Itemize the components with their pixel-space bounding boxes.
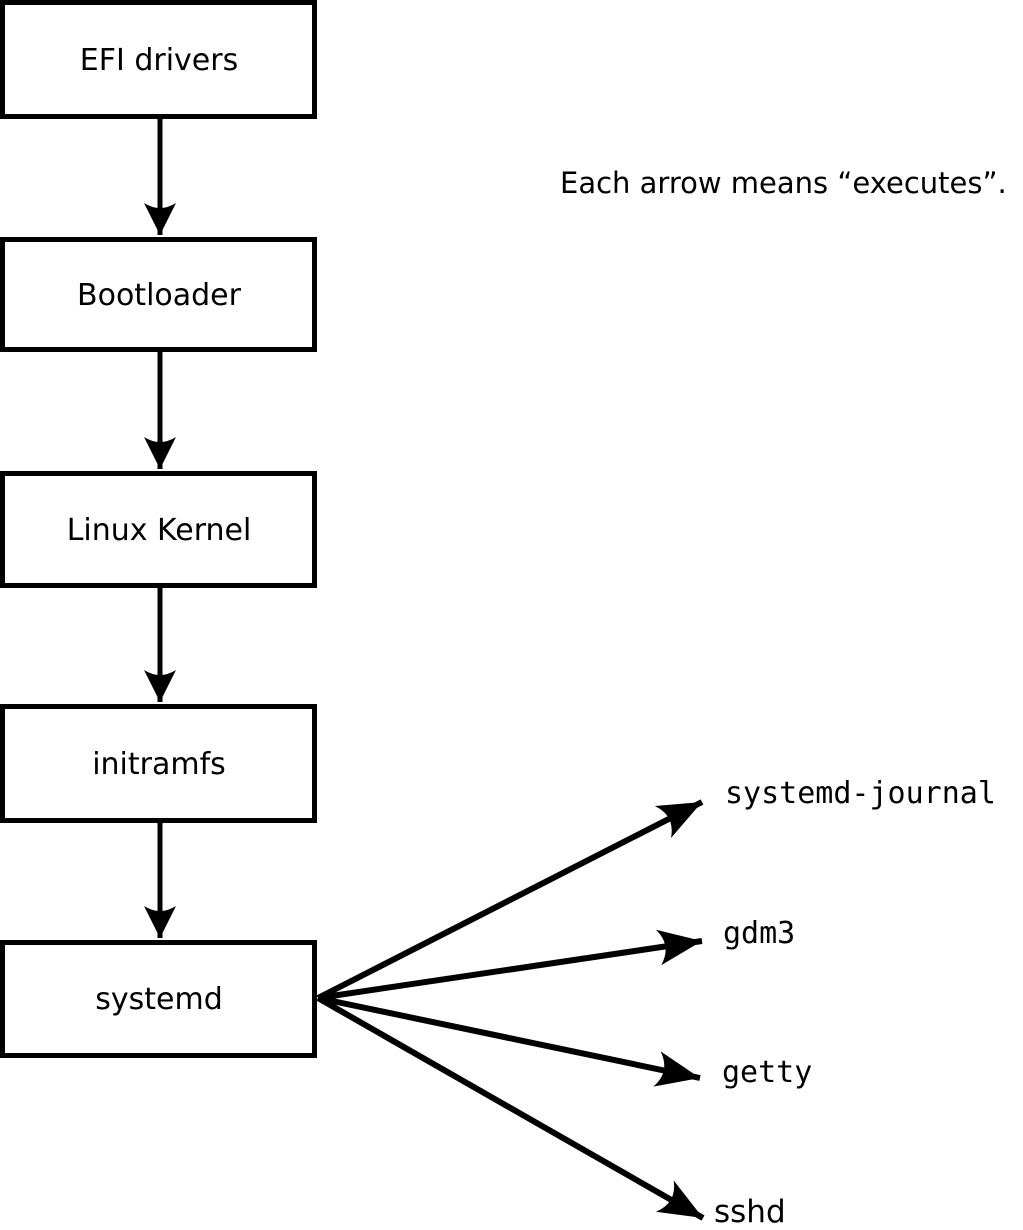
box-initramfs: initramfs <box>0 704 317 823</box>
box-linux-kernel: Linux Kernel <box>0 471 317 588</box>
box-systemd-rect <box>0 940 317 1058</box>
box-systemd-label: systemd <box>95 982 223 1017</box>
box-linux-kernel-label: Linux Kernel <box>67 513 252 548</box>
target-label-gdm3: gdm3 <box>723 916 795 951</box>
target-label-sshd: sshd <box>714 1194 786 1230</box>
box-bootloader: Bootloader <box>0 237 317 352</box>
arrow-systemd-to-getty <box>317 995 701 1087</box>
target-label-getty: getty <box>722 1055 812 1090</box>
arrow-systemd-to-sshd <box>316 995 705 1221</box>
box-systemd: systemd <box>0 940 317 1058</box>
box-efi-drivers-rect <box>0 0 317 119</box>
arrow-systemd-to-gdm3 <box>317 929 703 1001</box>
box-bootloader-label: Bootloader <box>77 278 242 313</box>
target-label-systemd-journal: systemd-journal <box>725 776 996 811</box>
box-linux-kernel-rect <box>0 471 317 588</box>
box-efi-drivers: EFI drivers <box>0 0 317 119</box>
box-bootloader-rect <box>0 237 317 352</box>
arrow-systemd-to-journal <box>316 799 704 1001</box>
diagram-caption: Each arrow means “executes”. <box>560 166 1007 200</box>
box-initramfs-label: initramfs <box>92 747 226 782</box>
box-efi-drivers-label: EFI drivers <box>80 43 238 78</box>
box-initramfs-rect <box>0 704 317 823</box>
